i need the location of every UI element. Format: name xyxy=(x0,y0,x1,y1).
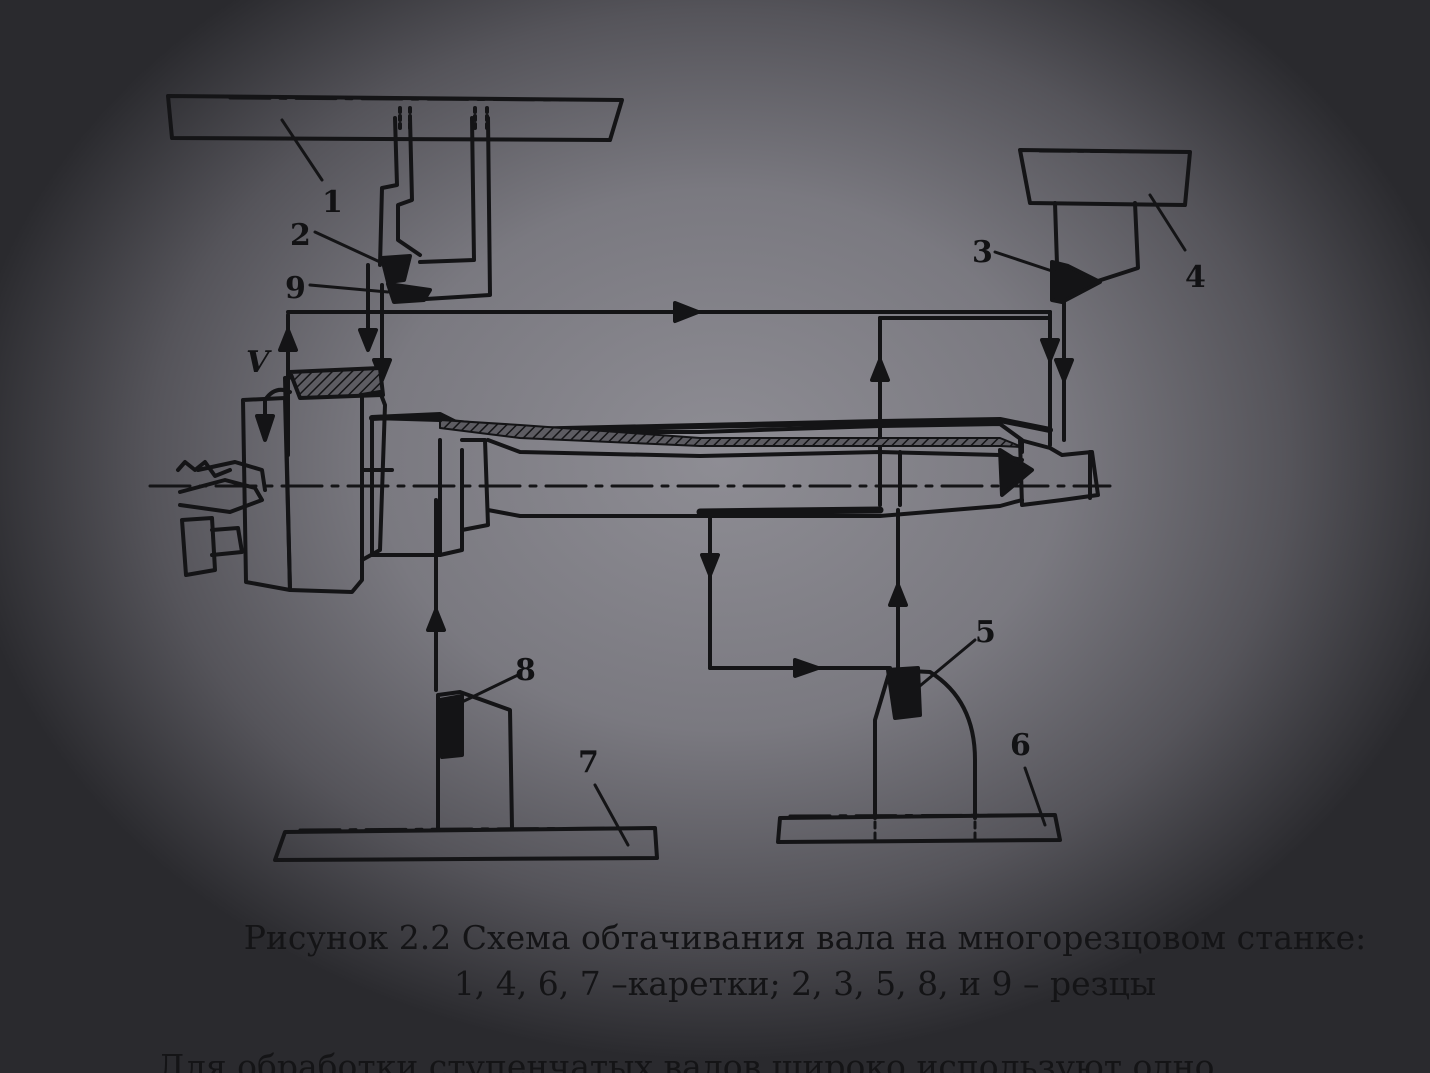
feed-arrow-3 xyxy=(1054,298,1074,442)
label-carriage-6: 6 xyxy=(1010,728,1031,763)
figure-caption: Рисунок 2.2 Схема обтачивания вала на мн… xyxy=(200,915,1410,1007)
tool-holder-2-9 xyxy=(378,106,492,302)
leader-lines xyxy=(280,118,1187,847)
carriage-1 xyxy=(166,94,624,142)
feed-arrows-2-9 xyxy=(358,263,392,382)
feed-arrow-8 xyxy=(426,498,446,692)
label-velocity: V xyxy=(246,345,272,380)
label-carriage-1: 1 xyxy=(322,185,343,220)
tailstock-center xyxy=(998,438,1100,507)
caption-line-2: 1, 4, 6, 7 –каретки; 2, 3, 5, 8, и 9 – р… xyxy=(453,964,1157,1003)
label-cutter-2: 2 xyxy=(290,218,311,253)
carriage-7 xyxy=(273,826,659,862)
label-carriage-4: 4 xyxy=(1185,260,1206,295)
label-carriage-7: 7 xyxy=(578,745,599,780)
label-cutter-8: 8 xyxy=(515,653,536,688)
cutter-9 xyxy=(386,282,432,304)
tool-holder-8 xyxy=(436,690,514,832)
cutter-5 xyxy=(886,666,922,720)
cutter-2 xyxy=(380,254,412,284)
label-cutter-9: 9 xyxy=(285,271,306,306)
cutter-3 xyxy=(1050,260,1102,304)
next-paragraph: Для обработки ступенчатых валов широко и… xyxy=(158,1047,1215,1073)
tool-holder-5 xyxy=(873,668,977,842)
motion-path-top xyxy=(278,301,1060,457)
label-cutter-5: 5 xyxy=(975,615,996,650)
label-cutter-3: 3 xyxy=(972,235,993,270)
driver-center xyxy=(176,460,267,577)
cutter-8 xyxy=(438,694,464,759)
carriage-6 xyxy=(776,813,1062,844)
caption-line-1: Рисунок 2.2 Схема обтачивания вала на мн… xyxy=(243,918,1367,957)
carriage-4 xyxy=(1018,148,1192,297)
chuck xyxy=(241,366,394,594)
motion-path-bottom xyxy=(700,508,908,678)
shaft xyxy=(148,412,1112,557)
